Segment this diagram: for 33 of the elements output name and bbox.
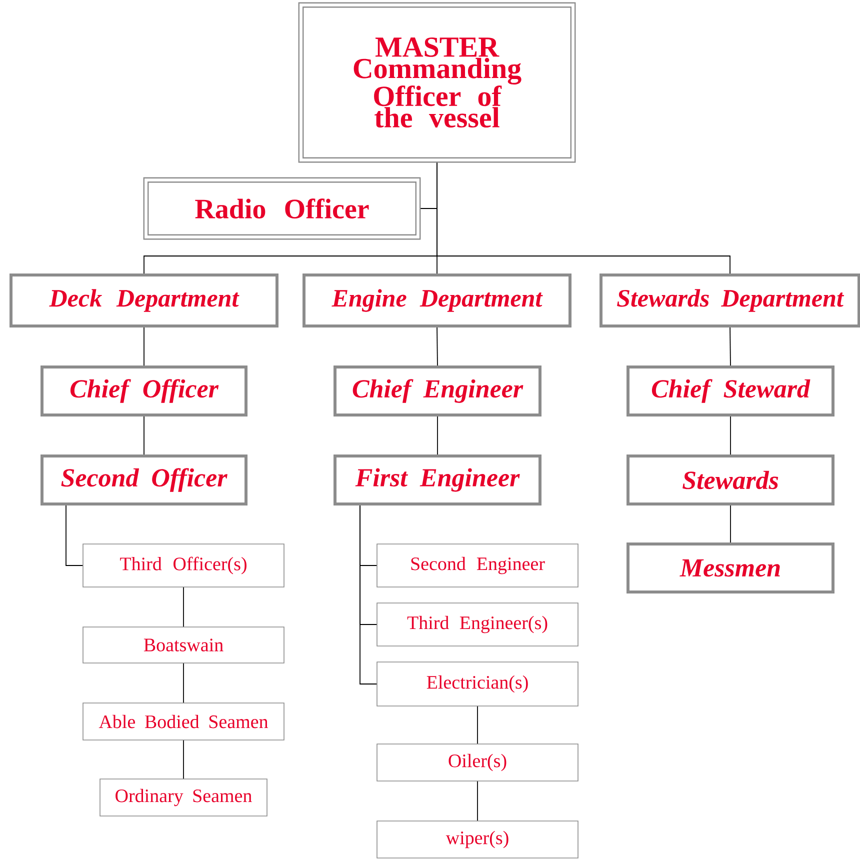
rank-box: Third Engineer(s): [376, 602, 578, 646]
connector-line: [730, 504, 731, 544]
rank-box: Third Officer(s): [82, 544, 284, 588]
rank-box: Chief Officer: [40, 366, 248, 416]
connector-line: [436, 326, 438, 368]
connector-line: [730, 414, 731, 456]
connector-line: [183, 586, 184, 628]
department-box: Stewards Department: [600, 274, 860, 328]
rank-box: Second Officer: [40, 454, 248, 506]
department-box: Engine Department: [302, 274, 572, 328]
org-chart-box: MASTER Commanding Officer of the vessel: [298, 2, 576, 163]
rank-box: Chief Steward: [626, 366, 834, 416]
rank-box: Second Engineer: [376, 544, 578, 588]
rank-box: Oiler(s): [376, 744, 578, 782]
rank-box: wiper(s): [376, 820, 578, 858]
rank-box: Chief Engineer: [334, 366, 542, 416]
org-chart-box: Radio Officer: [143, 177, 421, 240]
rank-box: Electrician(s): [376, 662, 578, 706]
connector-line: [477, 780, 478, 822]
connector-line: [360, 504, 378, 684]
connector-line: [66, 504, 84, 566]
rank-box: Boatswain: [82, 626, 284, 664]
department-box: Deck Department: [10, 274, 278, 328]
connector-line: [183, 740, 184, 780]
rank-box: Stewards: [626, 454, 834, 506]
rank-box: Messmen: [626, 542, 834, 594]
connector-line: [477, 706, 478, 744]
connector-line: [730, 326, 731, 368]
rank-box: Ordinary Seamen: [100, 778, 268, 816]
connector-line: [183, 662, 184, 704]
connector-line: [437, 414, 438, 456]
rank-box: First Engineer: [334, 454, 542, 506]
rank-box: Able Bodied Seamen: [82, 702, 284, 740]
